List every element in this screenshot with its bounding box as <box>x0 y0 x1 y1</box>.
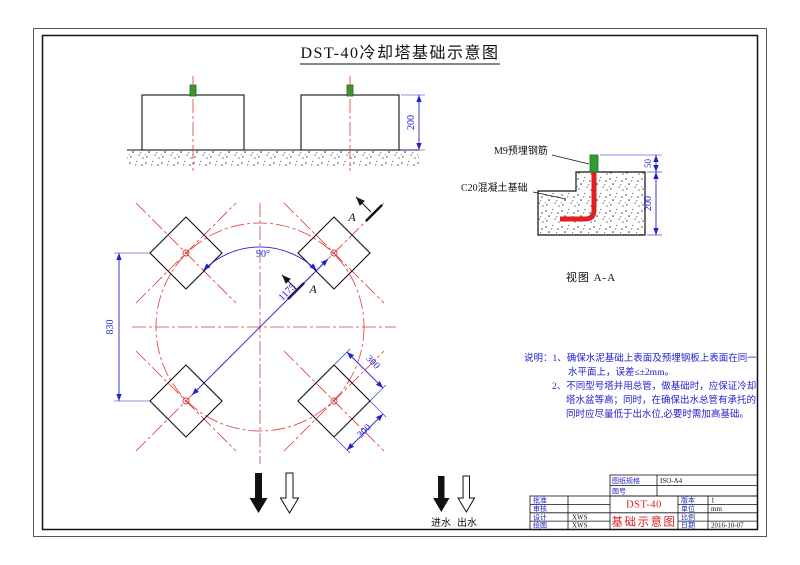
date-label: 日期 <box>681 522 695 530</box>
section-dim-200: 200 <box>643 172 662 236</box>
dim-vertical-label: 830 <box>105 320 116 335</box>
section-view: M9预埋钢筋 C20混凝土基础 50 200 视图 A-A <box>461 144 662 284</box>
concrete-label: C20混凝土基础 <box>461 181 528 194</box>
drawing-title: DST-40冷却塔基础示意图 <box>300 43 500 65</box>
flow-arrows: 进水 出水 <box>249 472 477 529</box>
dim-height-label: 200 <box>406 115 417 130</box>
date-value: 2016-10-07 <box>711 522 744 530</box>
embedded-rebar <box>560 160 597 222</box>
drawn-label: 绘图 <box>533 521 547 530</box>
dim-depth-label: 200 <box>643 196 654 211</box>
section-dim-50: 50 <box>600 154 662 173</box>
model-name: DST-40 <box>626 500 662 511</box>
spec-value: ISO-A4 <box>660 477 683 485</box>
titleblock-drawing-title: 基础示意图 <box>612 515 677 529</box>
note-line-1: 说明：1、确保水泥基础上表面及预埋钢板上表面在同一 <box>524 352 757 364</box>
inlet-label: 进水 <box>431 517 451 529</box>
dim-angle-label: 90° <box>256 249 270 260</box>
approved-label: 批准 <box>533 496 547 505</box>
note-line-4: 塔水盆等高；同时，在确保出水总管有承托的 <box>566 394 756 406</box>
drawn-value: XWS <box>572 522 588 530</box>
unit-label: 单位 <box>681 504 695 513</box>
notes: 说明：1、确保水泥基础上表面及预埋钢板上表面在同一 水平面上，误差≤±2mm。 … <box>524 352 757 420</box>
elevation-view: 200 <box>127 76 425 171</box>
plan-view: 90° A A 1175 830 300 <box>105 196 396 464</box>
inlet-arrow-icon <box>249 473 268 513</box>
rebar-label: M9预埋钢筋 <box>494 144 548 157</box>
dim-bolt-label: 50 <box>643 159 653 169</box>
outlet-legend-arrow-icon <box>457 475 476 513</box>
outlet-arrow-icon <box>279 472 300 514</box>
section-anchor-bolt <box>589 154 599 173</box>
scale-label: 比例 <box>681 512 695 521</box>
version-value: 1 <box>711 497 715 505</box>
note-line-2: 水平面上，误差≤±2mm。 <box>568 366 674 378</box>
unit-value: mm <box>711 505 722 513</box>
inlet-legend-arrow-icon <box>433 476 450 512</box>
checked-label: 审核 <box>533 504 547 513</box>
spec-label: 图纸规格 <box>612 476 640 485</box>
outlet-label: 出水 <box>457 516 477 529</box>
elevation-centerlines <box>192 76 351 171</box>
title-block: 图纸规格 ISO-A4 图号 批准 审核 设计 XWS 绘图 XWS 版本 1 … <box>529 474 758 530</box>
version-label: 版本 <box>681 496 695 505</box>
section-leaders <box>532 154 590 200</box>
section-caption: 视图 A-A <box>566 270 616 284</box>
section-letter-top: A <box>347 210 356 224</box>
section-cut-marks: A A <box>281 196 383 300</box>
section-letter-bottom: A <box>308 282 317 296</box>
designed-label: 设计 <box>533 512 547 521</box>
ground-hatch <box>127 150 419 167</box>
note-line-3: 2、不同型号塔并用总管，做基础时，应保证冷却 <box>552 380 756 392</box>
plan-centerlines <box>132 202 396 464</box>
note-line-5: 同时应尽量低于出水位,必要时需加高基础。 <box>566 408 749 420</box>
page-title: DST-40冷却塔基础示意图 <box>300 43 499 62</box>
sheet-border <box>33 28 767 537</box>
elevation-dim-200: 200 <box>401 94 425 151</box>
title-block-grid <box>529 474 758 530</box>
dim-diagonal-label: 1175 <box>277 282 299 304</box>
drawing-no-label: 图号 <box>612 488 626 496</box>
plan-dim-vertical: 830 <box>105 252 150 402</box>
designed-value: XWS <box>572 513 588 521</box>
